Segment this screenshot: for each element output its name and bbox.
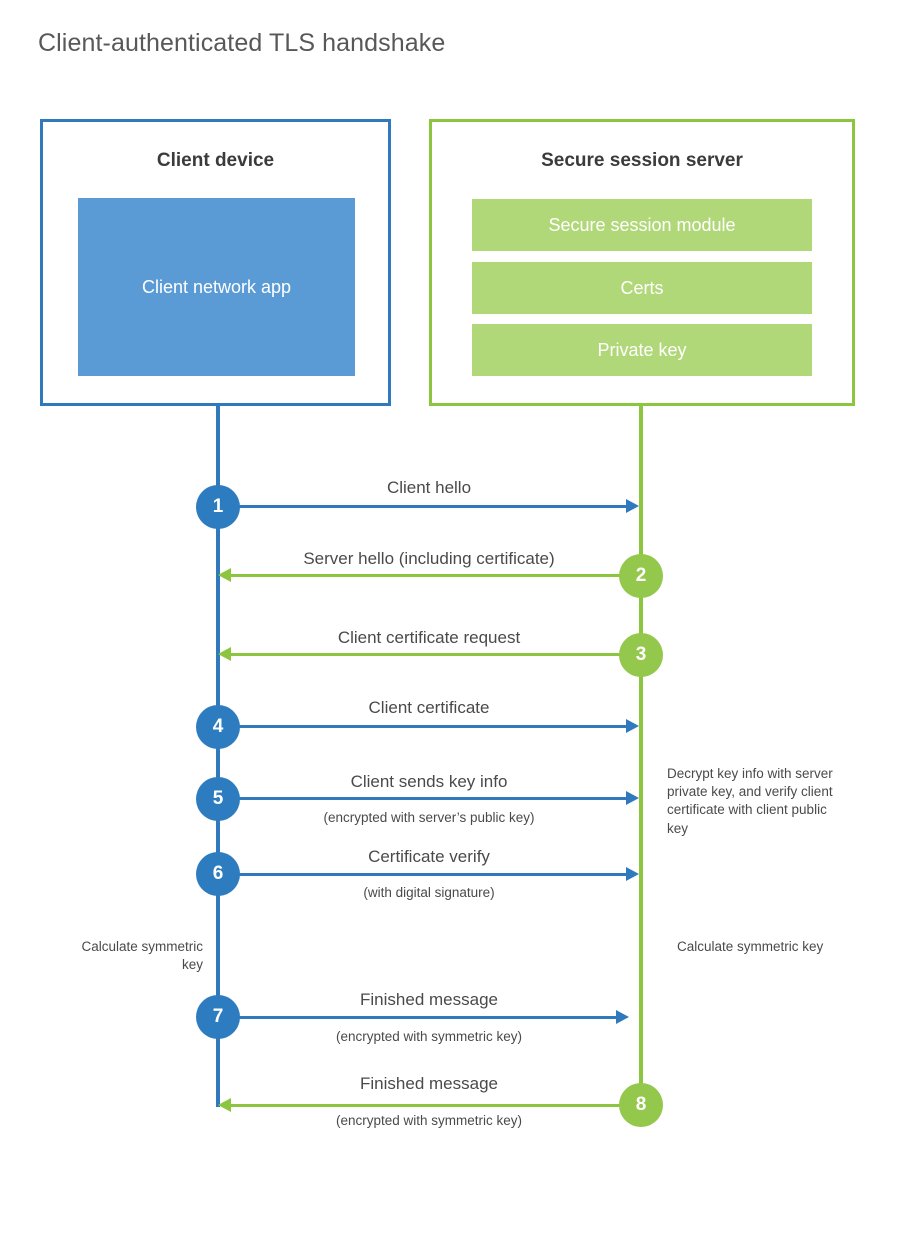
step-4-label: Client certificate <box>368 698 490 717</box>
page-title: Client-authenticated TLS handshake <box>38 29 446 57</box>
secure-session-server-title: Secure session server <box>541 150 743 171</box>
step-1-arrow-head <box>626 499 639 513</box>
step-6-arrow-head <box>626 867 639 881</box>
private-key-block: Private key <box>472 324 812 376</box>
step-6-sublabel: (with digital signature) <box>363 885 495 900</box>
step-5-label: Client sends key info <box>350 772 508 791</box>
secure-session-module-block: Secure session module <box>472 199 812 251</box>
step-2-circle[interactable]: 2 <box>619 554 663 598</box>
step-7-label: Finished message <box>360 990 498 1009</box>
step-2-arrow-line <box>230 574 640 577</box>
server-lifeline <box>639 403 643 1107</box>
server-calculate-symmetric-key-note: Calculate symmetric key <box>677 939 824 954</box>
client-device-title: Client device <box>156 150 275 171</box>
step-3-arrow-line <box>230 653 640 656</box>
step-2-label: Server hello (including certificate) <box>303 549 555 568</box>
step-7-arrow-line <box>218 1016 618 1019</box>
step-6-label: Certificate verify <box>368 847 490 866</box>
step-3-arrow-head <box>218 647 231 661</box>
step-8-circle[interactable]: 8 <box>619 1083 663 1127</box>
step-4-arrow-head <box>626 719 639 733</box>
client-lifeline <box>216 403 220 1107</box>
step-1-arrow-line <box>218 505 628 508</box>
step-4-arrow-line <box>218 725 628 728</box>
step-6-arrow-line <box>218 873 628 876</box>
step-5-circle[interactable]: 5 <box>196 777 240 821</box>
step-3-label: Client certificate request <box>337 628 521 647</box>
step-8-sublabel: (encrypted with symmetric key) <box>335 1113 523 1128</box>
step-5-arrow-head <box>626 791 639 805</box>
step-7-circle[interactable]: 7 <box>196 995 240 1039</box>
step-6-circle[interactable]: 6 <box>196 852 240 896</box>
step-3-circle[interactable]: 3 <box>619 633 663 677</box>
step-2-arrow-head <box>218 568 231 582</box>
step-7-arrow-head <box>616 1010 629 1024</box>
step-4-circle[interactable]: 4 <box>196 705 240 749</box>
client-device-box: Client device Client network app <box>40 119 391 406</box>
step-8-label: Finished message <box>360 1074 498 1093</box>
step-5-arrow-line <box>218 797 628 800</box>
step-1-label: Client hello <box>386 478 472 497</box>
step-8-arrow-head <box>218 1098 231 1112</box>
step-7-sublabel: (encrypted with symmetric key) <box>335 1029 523 1044</box>
step-1-circle[interactable]: 1 <box>196 485 240 529</box>
certs-block: Certs <box>472 262 812 314</box>
step-8-arrow-line <box>230 1104 640 1107</box>
client-network-app-block: Client network app <box>78 198 355 376</box>
client-calculate-symmetric-key-note: Calculate symmetric key <box>81 939 203 973</box>
step-5-sublabel: (encrypted with server’s public key) <box>323 810 535 825</box>
secure-session-server-box: Secure session server Secure session mod… <box>429 119 855 406</box>
server-decrypt-note: Decrypt key info with server private key… <box>667 766 833 836</box>
